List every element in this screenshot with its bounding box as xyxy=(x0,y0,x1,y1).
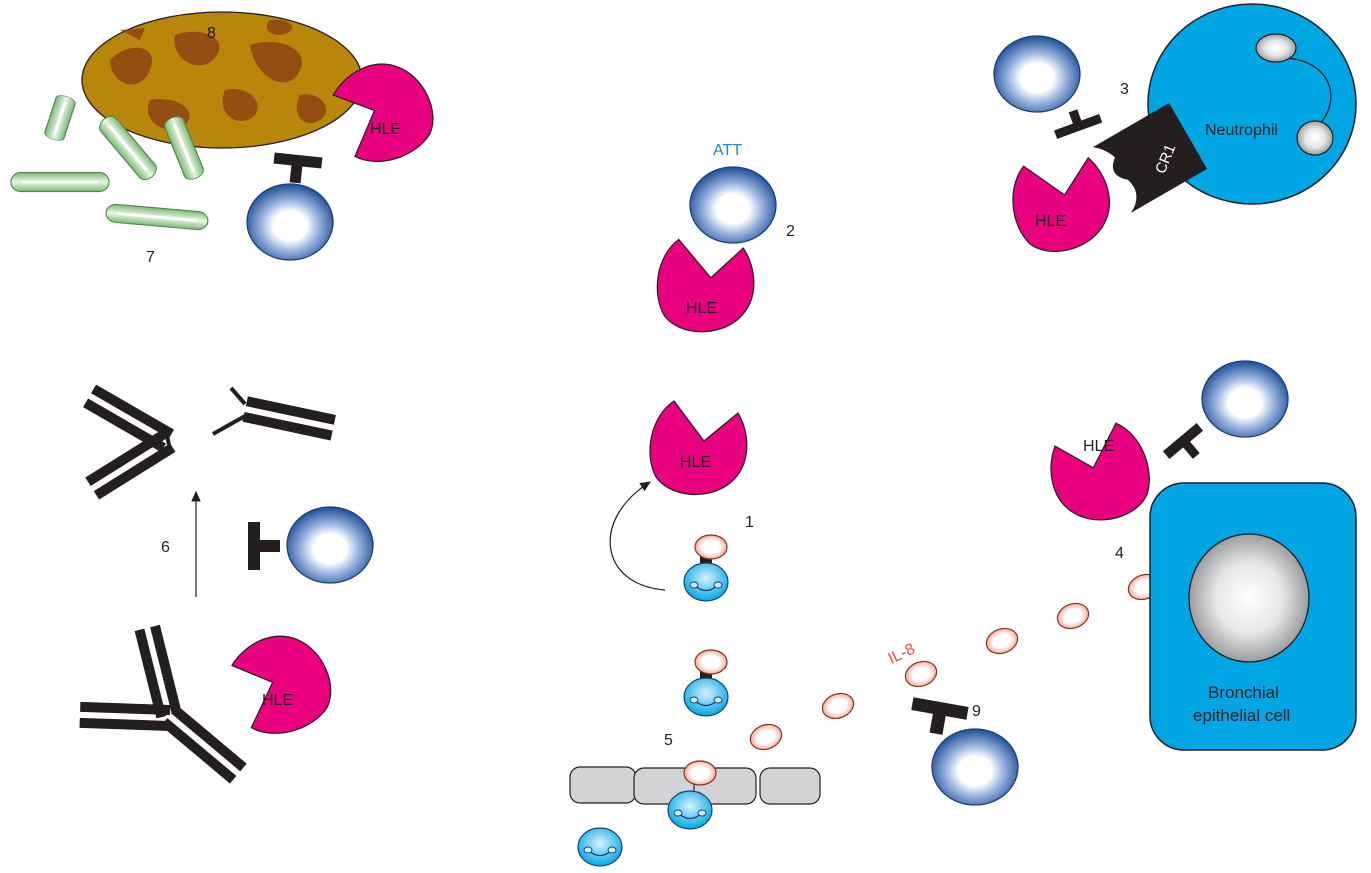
att-inhibitor-bar xyxy=(248,522,280,570)
hle-enzyme xyxy=(1000,143,1123,264)
step-1-label: 1 xyxy=(745,514,754,531)
bronchial-epithelial-cell xyxy=(1149,482,1357,751)
step-9-label: 9 xyxy=(972,703,981,720)
mucus-blob xyxy=(81,11,363,149)
il8-molecule xyxy=(818,688,858,724)
att-molecule xyxy=(1201,360,1289,438)
step-3-label: 3 xyxy=(1120,81,1129,98)
vesicle-with-il8 xyxy=(683,534,729,602)
il8-molecule xyxy=(746,719,786,755)
hle-label: HLE xyxy=(370,121,401,138)
bronchial-label-line1: Bronchial xyxy=(1208,683,1279,702)
cleaved-antibody-fab xyxy=(212,386,336,441)
bronchial-label-line2: epithelial cell xyxy=(1193,706,1290,725)
hle-label: HLE xyxy=(680,454,711,471)
secretory-vesicle xyxy=(577,827,623,867)
secretory-vesicle xyxy=(667,790,713,830)
neutrophil-label: Neutrophil xyxy=(1205,122,1278,139)
hle-label: HLE xyxy=(1035,213,1066,230)
step-8-label: 8 xyxy=(207,25,216,42)
step-5-label: 5 xyxy=(664,732,673,749)
il8-molecule xyxy=(982,623,1022,659)
hle-enzyme xyxy=(1043,418,1157,529)
att-inhibitor-bar xyxy=(1162,423,1204,459)
bacterium xyxy=(103,202,211,232)
step-4-label: 4 xyxy=(1115,545,1124,562)
hle-enzyme xyxy=(654,235,757,335)
bacterium xyxy=(42,92,78,144)
step-2-label: 2 xyxy=(786,223,795,240)
bacterium xyxy=(9,171,111,193)
hle-label: HLE xyxy=(262,692,293,709)
cleaved-antibody-fragment xyxy=(83,384,176,500)
neutrophil-cell xyxy=(1147,3,1357,205)
intact-antibody xyxy=(79,624,247,784)
cr1-receptor xyxy=(1092,103,1208,213)
step-7-label: 7 xyxy=(146,249,155,266)
hle-label: HLE xyxy=(1083,438,1114,455)
hle-label: HLE xyxy=(686,300,717,317)
il8-molecule xyxy=(1053,598,1093,634)
att-molecule xyxy=(993,35,1081,113)
hle-enzyme xyxy=(216,618,346,750)
vesicle-with-il8 xyxy=(683,649,729,717)
att-molecule xyxy=(286,506,374,584)
il8-molecule xyxy=(683,760,717,786)
att-label: ATT xyxy=(713,142,742,159)
il8-label: IL-8 xyxy=(886,641,918,668)
att-molecule xyxy=(931,728,1019,806)
step-6-label: 6 xyxy=(161,539,170,556)
att-molecule xyxy=(246,183,334,261)
il8-molecule xyxy=(901,656,941,692)
att-molecule xyxy=(689,166,777,244)
hle-enzyme xyxy=(649,400,748,496)
att-inhibitor-bar xyxy=(273,152,323,184)
att-inhibitor-bar xyxy=(1054,109,1103,139)
release-arrow xyxy=(609,481,666,591)
att-inhibitor-bar xyxy=(911,697,969,735)
